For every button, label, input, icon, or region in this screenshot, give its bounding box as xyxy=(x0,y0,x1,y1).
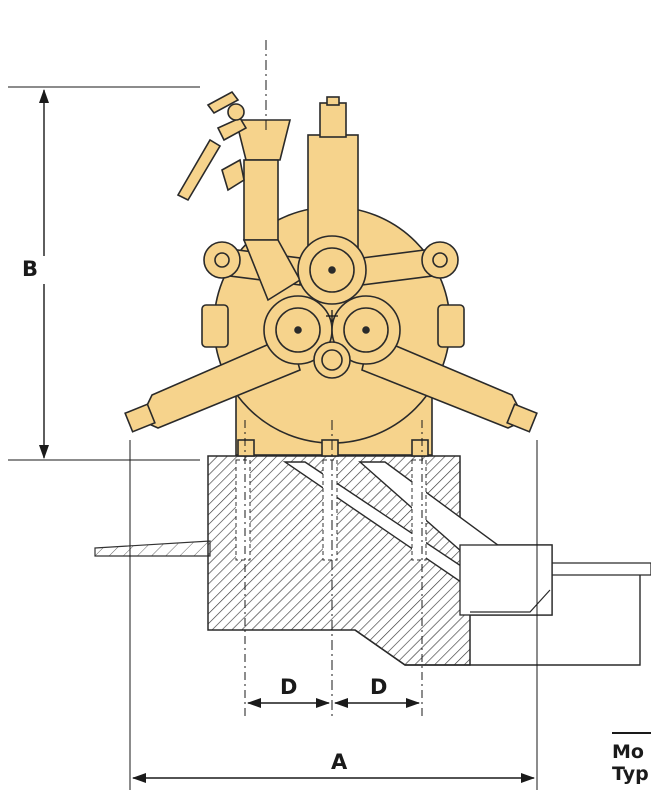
feed-hopper xyxy=(234,119,292,161)
ground-surface-left xyxy=(94,540,211,557)
caption-line-2: Typ xyxy=(612,763,649,785)
dimension-b-label: B xyxy=(22,257,38,281)
dimension-d-left-label: D xyxy=(280,675,297,699)
top-column-cap xyxy=(319,102,347,138)
lever-handle xyxy=(176,90,248,202)
top-column xyxy=(307,134,359,256)
feed-pipe xyxy=(243,159,279,241)
reference-lines xyxy=(8,40,538,790)
anchor-pocket-2 xyxy=(322,459,338,561)
center-mark xyxy=(326,310,338,322)
caption-line-1: Mo xyxy=(612,741,644,763)
ground-and-foundation xyxy=(94,455,651,666)
anchor-pocket-1 xyxy=(235,459,251,561)
machine-body xyxy=(124,96,538,457)
side-boss-right xyxy=(437,304,465,348)
base-foot-right xyxy=(411,439,429,457)
base-foot-center xyxy=(321,439,339,457)
side-boss-left xyxy=(201,304,229,348)
ground-surface-right xyxy=(539,562,651,576)
foundation-pit xyxy=(354,575,641,666)
anchor-pocket-3 xyxy=(411,459,427,561)
dimension-a-label: A xyxy=(331,750,348,774)
base-foot-left xyxy=(237,439,255,457)
dimension-d-right-label: D xyxy=(370,675,387,699)
chute-outlet xyxy=(459,544,553,616)
